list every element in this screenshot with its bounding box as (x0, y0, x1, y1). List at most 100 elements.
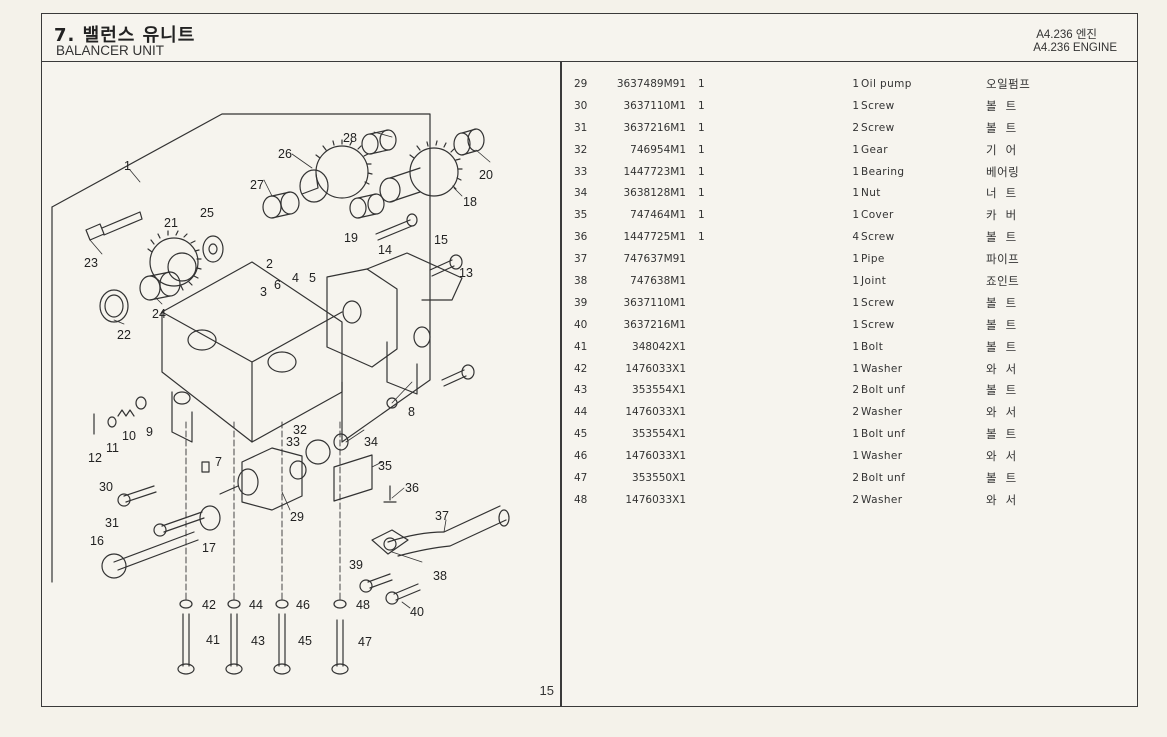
description-korean: 오일펌프 (986, 77, 1031, 91)
description-english: Washer (861, 406, 903, 419)
description-korean: 볼트 (986, 295, 1026, 310)
ref-number: 29 (574, 78, 588, 90)
description-english: Joint (861, 275, 887, 288)
quantity-required: 1 (852, 143, 859, 156)
description-korean: 파이프 (986, 252, 1020, 267)
part-number: 348042X1 (632, 340, 686, 353)
parts-row-43: 43 353554X1 2 Bolt unf 볼트 (573, 380, 1133, 402)
description-korean: 볼트 (986, 317, 1026, 332)
engine-model-english: A4.236 ENGINE (1033, 42, 1117, 54)
part-number: 353554X1 (632, 428, 686, 441)
callout-27: 27 (250, 178, 264, 192)
callout-38: 38 (433, 569, 447, 583)
description-english: Oil pump (861, 78, 912, 90)
parts-row-48: 48 1476033X1 2 Washer 와서 (573, 490, 1133, 512)
parts-row-36: 36 1447725M1 1 4 Screw 볼트 (573, 227, 1133, 249)
description-korean: 볼트 (986, 230, 1026, 245)
callout-45: 45 (298, 634, 312, 648)
description-english: Washer (861, 450, 903, 463)
washer-25-icon (202, 235, 224, 263)
description-english: Screw (861, 121, 895, 134)
description-korean: 볼트 (986, 98, 1026, 113)
exploded-parts-diagram: 1 2 3 4 5 6 7 8 9 10 11 12 13 14 15 16 1… (42, 62, 560, 706)
ref-number: 48 (574, 493, 588, 506)
quantity-required: 1 (852, 428, 859, 441)
nut-8-icon (386, 397, 398, 409)
callout-2: 2 (266, 257, 273, 271)
part-number: 3638128M1 (623, 187, 686, 200)
parts-row-46: 46 1476033X1 1 Washer 와서 (573, 446, 1133, 468)
ref-number: 38 (574, 275, 588, 288)
ref-number: 32 (574, 143, 588, 156)
screw-36-icon (383, 485, 397, 503)
callout-20: 20 (479, 168, 493, 182)
long-bolt-47-icon (331, 619, 349, 675)
gear-32-icon (305, 439, 331, 465)
part-number: 747464M1 (630, 209, 686, 222)
callout-16: 16 (90, 534, 104, 548)
quantity-per-unit: 1 (698, 121, 705, 134)
callout-22: 22 (117, 328, 131, 342)
callout-31: 31 (105, 516, 119, 530)
callout-48: 48 (356, 598, 370, 612)
part-number: 353550X1 (632, 472, 686, 485)
page-header: 7. 밸런스 유니트 BALANCER UNIT A4.236 엔진 A4.23… (42, 14, 1137, 62)
callout-7: 7 (215, 455, 222, 469)
quantity-per-unit: 1 (698, 209, 705, 222)
quantity-per-unit: 1 (698, 165, 705, 178)
oil-pump-29-icon (219, 447, 303, 511)
description-english: Bolt unf (861, 384, 906, 397)
description-english: Screw (861, 99, 895, 112)
long-bolt-43-icon (225, 613, 243, 675)
callout-24: 24 (152, 307, 166, 321)
ref-number: 42 (574, 362, 588, 375)
drive-housing-13-icon (326, 252, 463, 395)
quantity-required: 1 (852, 78, 859, 90)
quantity-required: 4 (852, 231, 859, 244)
quantity-per-unit: 1 (698, 78, 705, 90)
callout-35: 35 (378, 459, 392, 473)
callout-19: 19 (344, 231, 358, 245)
callout-18: 18 (463, 195, 477, 209)
quantity-per-unit: 1 (698, 143, 705, 156)
ref-number: 40 (574, 318, 588, 331)
callout-13: 13 (459, 266, 473, 280)
bush-19-icon (349, 193, 385, 219)
callout-42: 42 (202, 598, 216, 612)
quantity-required: 1 (852, 362, 859, 375)
part-number: 747638M1 (630, 275, 686, 288)
callout-10: 10 (122, 429, 136, 443)
callout-6: 6 (274, 278, 281, 292)
column-divider (560, 62, 562, 706)
quantity-required: 2 (852, 121, 859, 134)
section-title-korean: 7. 밸런스 유니트 (54, 25, 196, 46)
callout-40: 40 (410, 605, 424, 619)
ref-number: 47 (574, 472, 588, 485)
bolt-23-icon (85, 211, 143, 241)
cover-35-icon (333, 454, 373, 502)
part-number: 3637216M1 (623, 318, 686, 331)
screw-14-icon (375, 213, 418, 241)
quantity-required: 2 (852, 493, 859, 506)
bush-17-icon (199, 505, 221, 531)
description-english: Pipe (861, 253, 885, 266)
description-korean: 와서 (986, 449, 1026, 464)
parts-list-table: 29 3637489M91 1 1 Oil pump 오일펌프 30 36371… (573, 74, 1133, 512)
parts-row-38: 38 747638M1 1 Joint 죠인트 (573, 271, 1133, 293)
section-title-english: BALANCER UNIT (56, 43, 165, 58)
callout-12: 12 (88, 451, 102, 465)
spring-10-icon (117, 409, 135, 417)
bush-27-icon (262, 191, 300, 219)
screw-30-icon (123, 485, 157, 503)
page-number: 15 (539, 683, 554, 698)
callout-43: 43 (251, 634, 265, 648)
quantity-required: 2 (852, 472, 859, 485)
callout-4: 4 (292, 271, 299, 285)
description-english: Bolt (861, 340, 884, 353)
callout-26: 26 (278, 147, 292, 161)
parts-row-45: 45 353554X1 1 Bolt unf 볼트 (573, 424, 1133, 446)
ref-number: 43 (574, 384, 588, 397)
callout-14: 14 (378, 243, 392, 257)
quantity-required: 1 (852, 253, 859, 266)
callout-47: 47 (358, 635, 372, 649)
